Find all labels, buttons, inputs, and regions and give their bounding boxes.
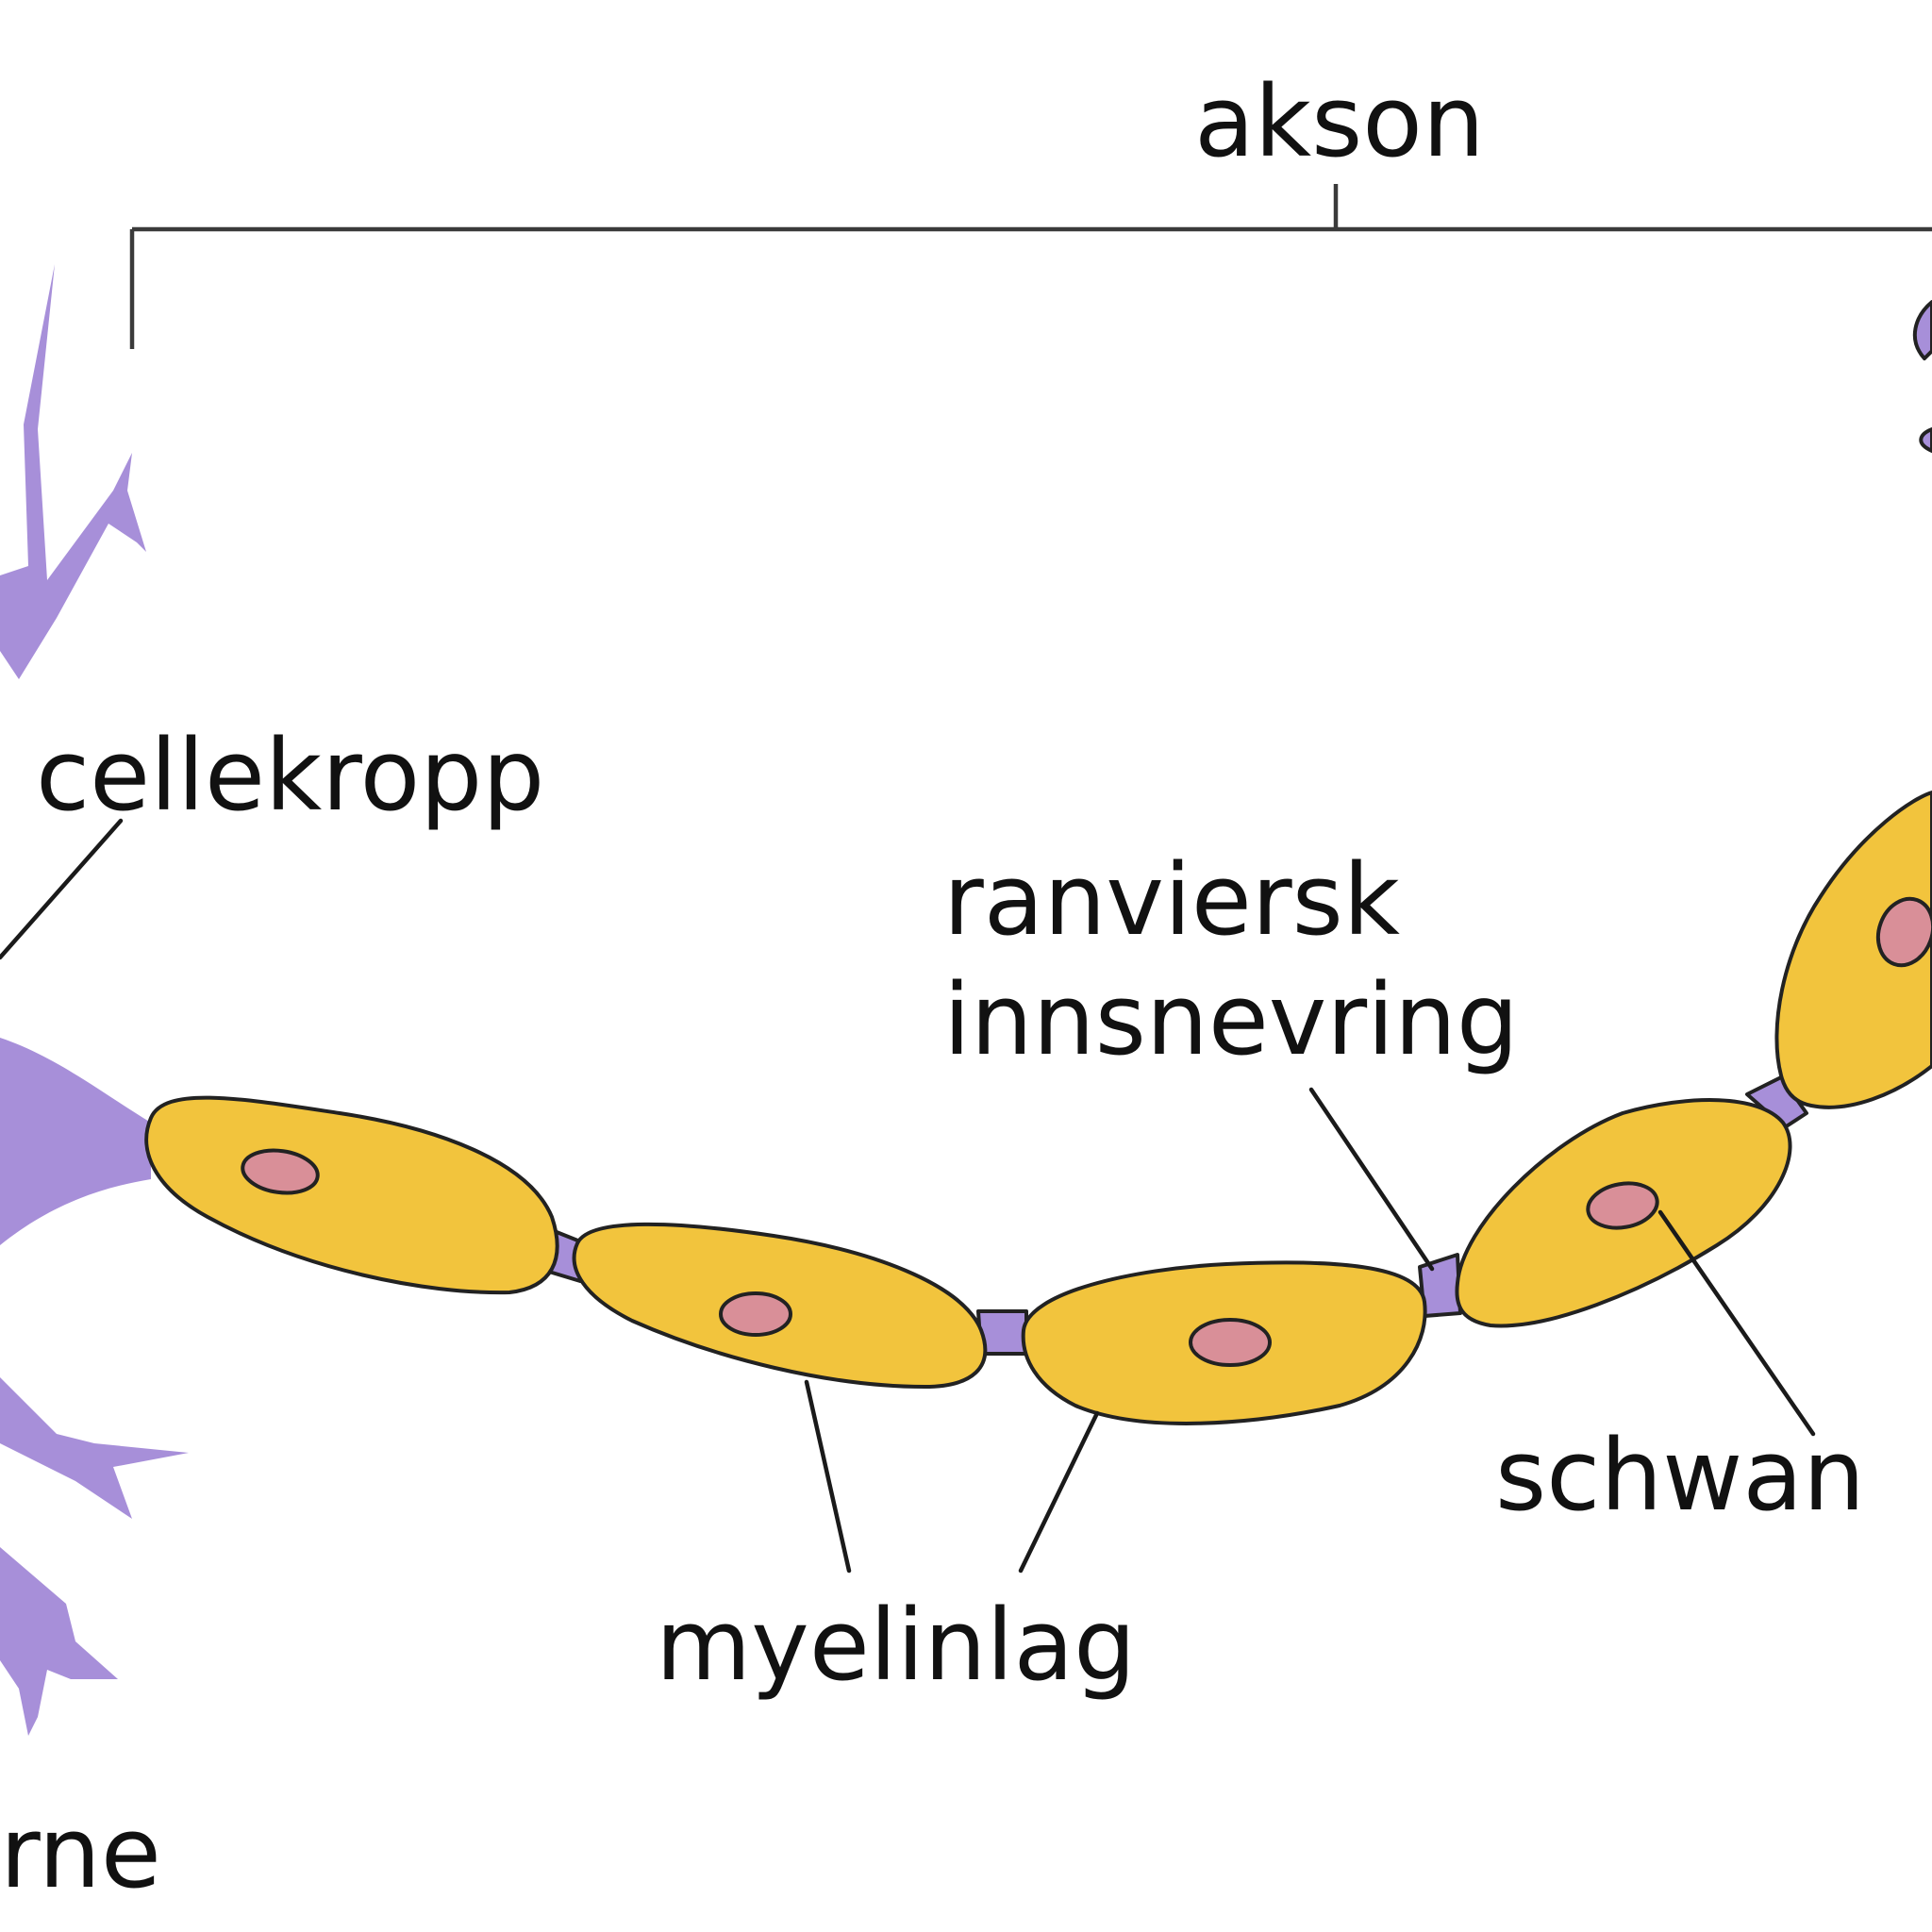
myelin-sheath-label: myelinlag: [656, 1588, 1136, 1703]
node-of-ranvier-label-line1: ranviersk: [943, 842, 1400, 958]
leader-lines: [0, 818, 1816, 1574]
nucleus-2: [719, 1291, 792, 1337]
schwann-cell-label: schwan: [1495, 1418, 1865, 1533]
soma: [0, 1038, 151, 1245]
dendrite-upper: [0, 264, 146, 679]
nucleus-4: [1586, 1181, 1659, 1230]
myelin-segment-1: [144, 1095, 559, 1295]
node-of-ranvier-label-line2: innsnevring: [943, 962, 1519, 1077]
nucleus-5: [1875, 896, 1932, 968]
nucleus-3: [1189, 1318, 1272, 1367]
dendrite-lower-2: [0, 1547, 118, 1736]
dendrite-lower-1: [0, 1377, 189, 1519]
axon-label: akson: [1194, 64, 1485, 179]
leader-schwann-cell: [1657, 1209, 1816, 1437]
leader-myelin-2: [1018, 1410, 1100, 1574]
dendrite-right-fragment: [1913, 300, 1932, 360]
axon-bracket: [129, 184, 1932, 349]
myelin-segment-5: [1774, 791, 1932, 1109]
labels: akson cellekropp ranviersk innsnevring s…: [0, 64, 1865, 1910]
leader-node-of-ranvier: [1308, 1087, 1435, 1272]
myelin-segments: [144, 791, 1932, 1425]
leader-myelin-1: [804, 1379, 852, 1574]
nuclei: [241, 896, 1932, 1367]
nucleus-1: [241, 1148, 320, 1195]
cell-body: [0, 264, 1932, 1736]
leader-cell-body: [0, 818, 124, 960]
dendrite-right-fragment-2: [1919, 427, 1932, 453]
dendrites-label: rne: [0, 1795, 161, 1910]
cell-body-label: cellekropp: [36, 718, 544, 833]
